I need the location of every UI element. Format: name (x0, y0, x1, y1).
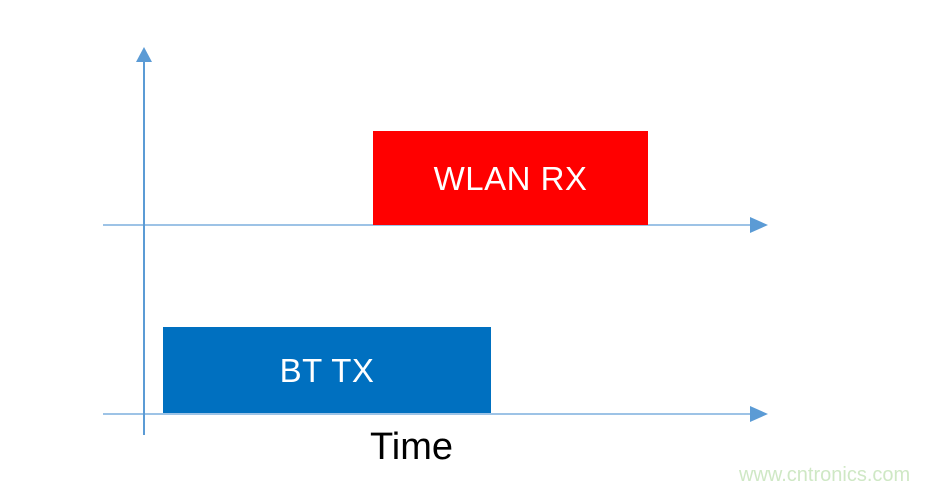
wlan-rx-bar: WLAN RX (373, 131, 648, 225)
bt-tx-bar: BT TX (163, 327, 491, 413)
vertical-axis (143, 60, 145, 435)
up-arrow-icon (136, 47, 152, 62)
wlan-rx-label: WLAN RX (433, 159, 588, 197)
right-arrow-icon (750, 406, 768, 422)
bottom-timeline-axis (103, 413, 752, 415)
time-axis-label: Time (370, 426, 454, 468)
bt-tx-label: BT TX (279, 351, 375, 389)
watermark: www.cntronics.com (739, 464, 911, 486)
top-timeline-axis (103, 224, 752, 226)
right-arrow-icon (750, 217, 768, 233)
